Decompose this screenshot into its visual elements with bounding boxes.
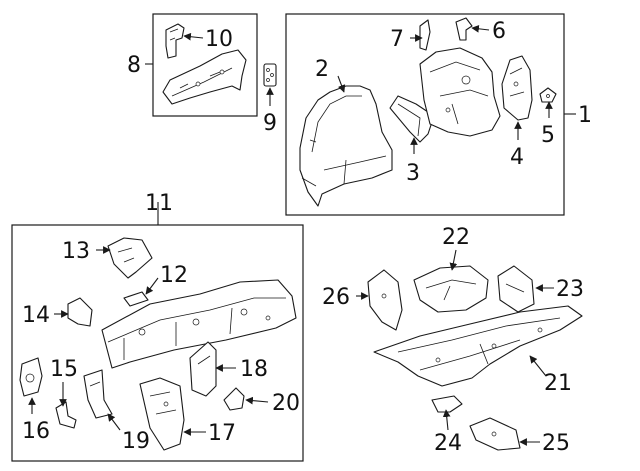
callout-17: 17 — [208, 421, 236, 446]
callout-18: 18 — [240, 357, 268, 382]
part-14-bracket — [67, 297, 93, 327]
part-24-tab — [431, 395, 463, 413]
part-6-bracket — [455, 17, 473, 41]
part-22-panel — [413, 265, 489, 313]
callout-13: 13 — [62, 239, 90, 264]
callout-2: 2 — [315, 57, 329, 82]
callout-5: 5 — [541, 123, 555, 148]
callout-11: 11 — [145, 191, 173, 216]
callout-23: 23 — [556, 277, 584, 302]
part-11-frame-rail — [101, 279, 297, 369]
part-7-tab — [419, 19, 431, 51]
callout-16: 16 — [22, 419, 50, 444]
callout-19: 19 — [122, 429, 150, 454]
part-26-bracket — [367, 269, 403, 331]
part-16-mount — [19, 357, 43, 397]
part-23-bracket — [497, 265, 535, 313]
callout-4: 4 — [510, 145, 524, 170]
callout-9: 9 — [263, 111, 277, 136]
callout-14: 14 — [22, 303, 50, 328]
part-5-clip — [539, 87, 557, 103]
part-20-clip — [223, 387, 245, 411]
part-17-pillar — [139, 377, 185, 451]
callout-1: 1 — [578, 103, 592, 128]
part-8-rail — [162, 49, 247, 105]
callout-15: 15 — [50, 357, 78, 382]
part-9-clip — [263, 63, 277, 87]
part-13-bracket — [107, 237, 153, 279]
callout-21: 21 — [544, 371, 572, 396]
part-shock-tower — [419, 47, 501, 137]
callout-10: 10 — [205, 27, 233, 52]
callout-25: 25 — [542, 431, 570, 456]
callout-12: 12 — [160, 263, 188, 288]
callout-20: 20 — [272, 391, 300, 416]
part-21-rail-assembly — [373, 305, 583, 387]
part-12-clip — [123, 291, 149, 307]
part-10-bracket — [165, 23, 185, 59]
leader-lines — [28, 24, 576, 446]
callouts: 1 2 3 4 5 6 7 8 9 10 11 12 13 14 15 16 1… — [22, 19, 592, 456]
callout-26: 26 — [322, 285, 350, 310]
part-2-wheelhouse — [299, 85, 393, 207]
part-18-brace — [189, 341, 217, 397]
callout-7: 7 — [390, 27, 404, 52]
part-4-plate — [501, 55, 533, 121]
callout-3: 3 — [406, 161, 420, 186]
callout-24: 24 — [434, 431, 462, 456]
callout-22: 22 — [442, 225, 470, 250]
callout-6: 6 — [492, 19, 506, 44]
part-25-plate — [469, 417, 521, 451]
callout-8: 8 — [127, 53, 141, 78]
